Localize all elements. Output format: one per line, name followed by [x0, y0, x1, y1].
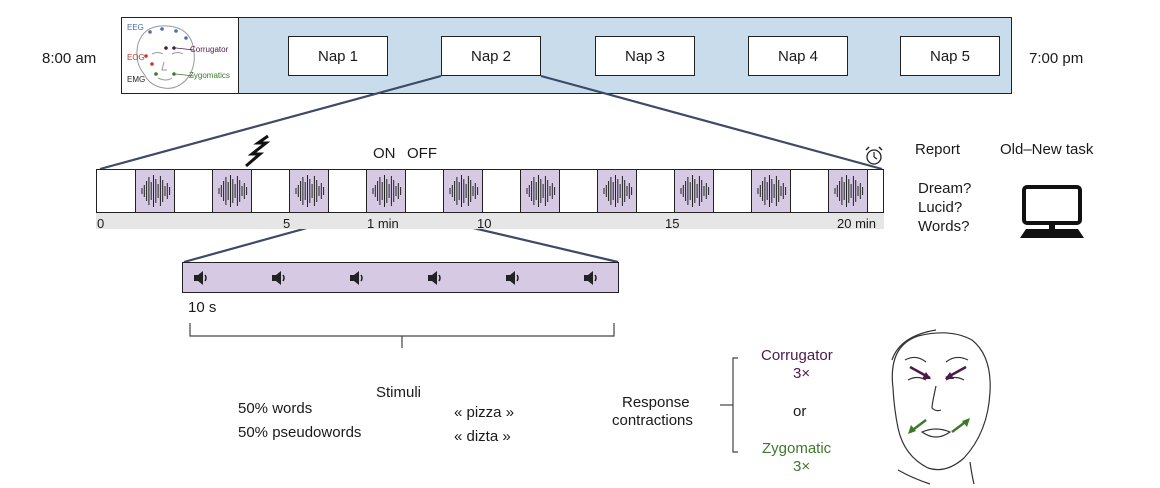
stimulus-block [828, 169, 868, 213]
tick-label: 20 min [837, 216, 877, 231]
stimulus-block-zoom [182, 262, 619, 293]
waveform-icon [449, 175, 479, 207]
head-electrode-icon [136, 25, 195, 89]
nap-1-box: Nap 1 [288, 36, 388, 76]
computer-icon [1020, 185, 1084, 238]
or-label: or [793, 403, 807, 420]
stimulus-block [674, 169, 714, 213]
face-illustration [891, 329, 991, 485]
question-dream: Dream? [918, 180, 972, 197]
nap-4-box: Nap 4 [748, 36, 848, 76]
nap-2-box: Nap 2 [441, 36, 541, 76]
electrode-inset: EEG EOG EMG Corrugator Zygomatics [121, 17, 239, 94]
waveform-icon [141, 175, 171, 207]
waveform-icon [680, 175, 710, 207]
waveform-icon [218, 175, 248, 207]
question-lucid: Lucid? [918, 199, 963, 216]
emg-label: EMG [127, 75, 146, 84]
zygomatic-label: Zygomatic [762, 440, 832, 457]
nap-3-box: Nap 3 [595, 36, 695, 76]
speaker-icon [426, 268, 446, 288]
duration-label: 10 s [188, 299, 217, 316]
nap-5-box: Nap 5 [900, 36, 1000, 76]
lightning-icon [245, 134, 271, 168]
waveform-icon [372, 175, 402, 207]
response-label-line1: Response [622, 394, 690, 411]
start-time: 8:00 am [42, 50, 97, 67]
response-label-line2: contractions [612, 412, 693, 429]
waveform-icon [757, 175, 787, 207]
speaker-icon [270, 268, 290, 288]
stimuli-title: Stimuli [376, 384, 422, 401]
speaker-icon [192, 268, 212, 288]
alarm-clock-icon [865, 146, 883, 165]
words-percentage: 50% words [238, 400, 313, 417]
zygomatic-arrows-icon [908, 418, 970, 434]
corrugator-count: 3× [793, 365, 811, 382]
stimulus-block [597, 169, 637, 213]
waveform-icon [526, 175, 556, 207]
stimulus-block [520, 169, 560, 213]
zygomatics-label: Zygomatics [189, 71, 230, 80]
tick-label: 5 [283, 216, 291, 231]
stimulus-block [212, 169, 252, 213]
question-words: Words? [918, 218, 970, 235]
end-time: 7:00 pm [1029, 50, 1084, 67]
eog-label: EOG [127, 53, 145, 62]
stimulus-block [289, 169, 329, 213]
task-title: Old–New task [1000, 141, 1094, 158]
corrugator-label: Corrugator [190, 45, 229, 54]
stimulus-block [135, 169, 175, 213]
eeg-label: EEG [127, 23, 144, 32]
corrugator-arrows-icon [909, 365, 967, 380]
nap-timeline-axis [96, 213, 884, 229]
corrugator-label: Corrugator [761, 347, 833, 364]
example-word: « pizza » [454, 404, 515, 421]
speaker-icon [582, 268, 602, 288]
speaker-icon [348, 268, 368, 288]
tick-label: 15 [665, 216, 680, 231]
pseudowords-percentage: 50% pseudowords [238, 424, 362, 441]
stimulus-block [366, 169, 406, 213]
on-label: ON [373, 145, 396, 162]
waveform-icon [603, 175, 633, 207]
stimulus-block [751, 169, 791, 213]
waveform-icon [834, 175, 864, 207]
tick-label: 10 [477, 216, 492, 231]
report-title: Report [915, 141, 961, 158]
tick-label: 0 [97, 216, 105, 231]
zygomatic-count: 3× [793, 458, 811, 475]
example-pseudoword: « dizta » [454, 428, 511, 445]
waveform-icon [295, 175, 325, 207]
stimulus-block [443, 169, 483, 213]
speaker-icon [504, 268, 524, 288]
off-label: OFF [407, 145, 437, 162]
tick-label: 1 min [367, 216, 399, 231]
